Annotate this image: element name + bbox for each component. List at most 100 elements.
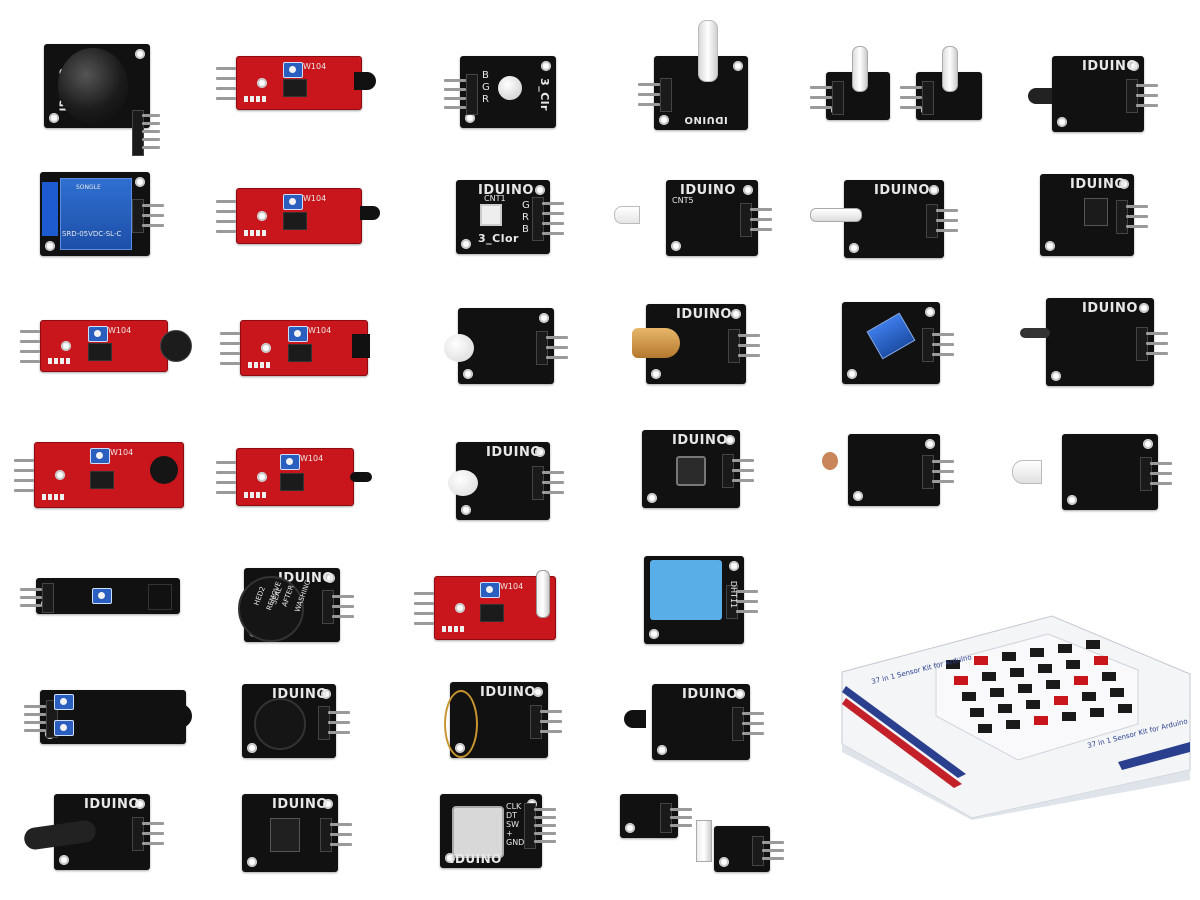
status-led bbox=[448, 626, 452, 632]
comparator-chip bbox=[283, 212, 307, 230]
header-pin bbox=[534, 840, 556, 843]
status-led bbox=[60, 358, 64, 364]
mini-module-thumb bbox=[1034, 716, 1048, 725]
header-pin bbox=[546, 346, 568, 349]
mini-module-thumb bbox=[970, 708, 984, 717]
mounting-hole bbox=[1045, 241, 1055, 251]
header-pin bbox=[24, 713, 46, 716]
header-pin bbox=[936, 229, 958, 232]
header-pin bbox=[14, 479, 34, 482]
laser-head bbox=[632, 328, 680, 358]
mounting-hole bbox=[853, 491, 863, 501]
mounting-hole bbox=[455, 603, 465, 613]
module-cnt-label: CNT1 bbox=[484, 194, 506, 203]
header-pin bbox=[216, 230, 236, 233]
header-pin bbox=[670, 824, 692, 827]
header-pin bbox=[936, 219, 958, 222]
pot-code-label: W104 bbox=[108, 326, 132, 335]
status-led bbox=[250, 96, 254, 102]
status-led bbox=[256, 96, 260, 102]
header-pin bbox=[742, 732, 764, 735]
ir-receiver-led bbox=[354, 72, 376, 90]
header-pin bbox=[330, 823, 352, 826]
pot-code-label: W104 bbox=[110, 448, 134, 457]
status-led bbox=[42, 494, 46, 500]
mounting-hole bbox=[535, 447, 545, 457]
header-pin bbox=[670, 808, 692, 811]
mini-module-thumb bbox=[998, 704, 1012, 713]
mini-module-thumb bbox=[1054, 696, 1068, 705]
header-pin bbox=[220, 352, 240, 355]
mounting-hole bbox=[1119, 179, 1129, 189]
hall-sensor-module: IDUINO bbox=[1040, 174, 1148, 256]
glass-tilt-switch bbox=[852, 46, 868, 92]
header-pin bbox=[216, 471, 236, 474]
header-pin bbox=[142, 832, 164, 835]
mounting-hole bbox=[535, 185, 545, 195]
module-cnt-label: CNT5 bbox=[672, 196, 694, 205]
circuit-board bbox=[1052, 56, 1144, 132]
mini-module-thumb bbox=[1082, 692, 1096, 701]
mounting-hole bbox=[733, 61, 743, 71]
header-pin bbox=[1146, 332, 1168, 335]
mini-module-thumb bbox=[1030, 648, 1044, 657]
header-pin bbox=[216, 87, 236, 90]
header-pin bbox=[750, 208, 772, 211]
header-pin bbox=[142, 842, 164, 845]
header-pin bbox=[542, 212, 564, 215]
mini-module-thumb bbox=[1062, 712, 1076, 721]
header-pin bbox=[414, 622, 434, 625]
status-led bbox=[262, 96, 266, 102]
header-pin bbox=[332, 605, 354, 608]
mounting-hole bbox=[247, 857, 257, 867]
header-pin bbox=[20, 340, 40, 343]
header-pin bbox=[900, 96, 922, 99]
brand-label: IDUINO bbox=[682, 687, 738, 702]
brand-label: IDUINO bbox=[84, 797, 140, 812]
mounting-hole bbox=[463, 369, 473, 379]
potentiometer bbox=[280, 454, 300, 470]
mini-module-thumb bbox=[1006, 720, 1020, 729]
header-pin bbox=[738, 344, 760, 347]
header-pin bbox=[414, 602, 434, 605]
header-pin bbox=[638, 93, 660, 96]
mounting-hole bbox=[647, 493, 657, 503]
status-led bbox=[248, 362, 252, 368]
mounting-hole bbox=[135, 49, 145, 59]
brand-label: IDUINO bbox=[480, 685, 536, 700]
mounting-hole bbox=[257, 78, 267, 88]
header-pin bbox=[750, 228, 772, 231]
mounting-hole bbox=[135, 799, 145, 809]
header-pin bbox=[736, 590, 758, 593]
ir-transmitter-module: IDUINO bbox=[22, 794, 164, 870]
mounting-hole bbox=[461, 239, 471, 249]
header-pin bbox=[216, 67, 236, 70]
mounting-hole bbox=[743, 185, 753, 195]
mini-module-thumb bbox=[1086, 640, 1100, 649]
header-pin bbox=[534, 808, 556, 811]
mounting-hole bbox=[1051, 371, 1061, 381]
mounting-hole bbox=[325, 573, 335, 583]
status-led bbox=[66, 358, 70, 364]
pin-header bbox=[42, 583, 54, 613]
pin-label: G bbox=[522, 200, 530, 211]
header-pin bbox=[142, 138, 160, 141]
comparator-chip bbox=[280, 473, 304, 491]
mounting-hole bbox=[659, 115, 669, 125]
header-pin bbox=[1126, 225, 1148, 228]
mounting-hole bbox=[847, 369, 857, 379]
header-pin bbox=[20, 360, 40, 363]
header-pin bbox=[216, 461, 236, 464]
mounting-hole bbox=[1143, 439, 1153, 449]
mini-module-thumb bbox=[1046, 680, 1060, 689]
mini-module-thumb bbox=[962, 692, 976, 701]
status-led bbox=[54, 358, 58, 364]
potentiometer bbox=[54, 720, 74, 736]
obstacle-line-module bbox=[20, 578, 180, 614]
status-led bbox=[266, 362, 270, 368]
